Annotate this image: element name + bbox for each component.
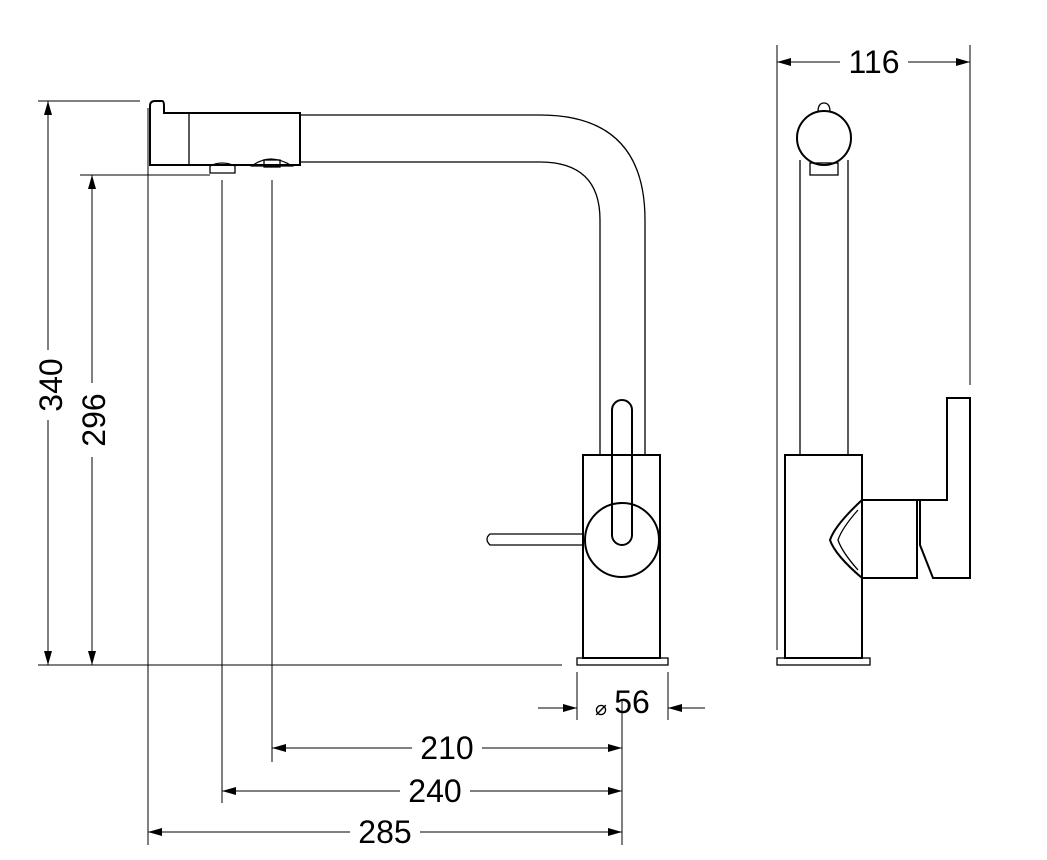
dim-reach-210: 210 bbox=[420, 730, 473, 766]
dim-total-length: 285 bbox=[358, 814, 411, 850]
spout-tube bbox=[300, 114, 646, 455]
dim-total-height: 340 bbox=[33, 358, 69, 411]
diameter-symbol: ⌀ bbox=[595, 696, 607, 720]
spout-head bbox=[149, 100, 301, 174]
lever-handle bbox=[486, 399, 660, 578]
front-view bbox=[149, 100, 669, 666]
faucet-body bbox=[576, 454, 669, 666]
dim-side-depth: 116 bbox=[848, 44, 899, 80]
side-view bbox=[776, 102, 971, 666]
dim-outlet-height: 296 bbox=[76, 393, 112, 446]
dim-base-diameter: 56 bbox=[614, 684, 650, 720]
dim-reach-240: 240 bbox=[408, 773, 461, 809]
